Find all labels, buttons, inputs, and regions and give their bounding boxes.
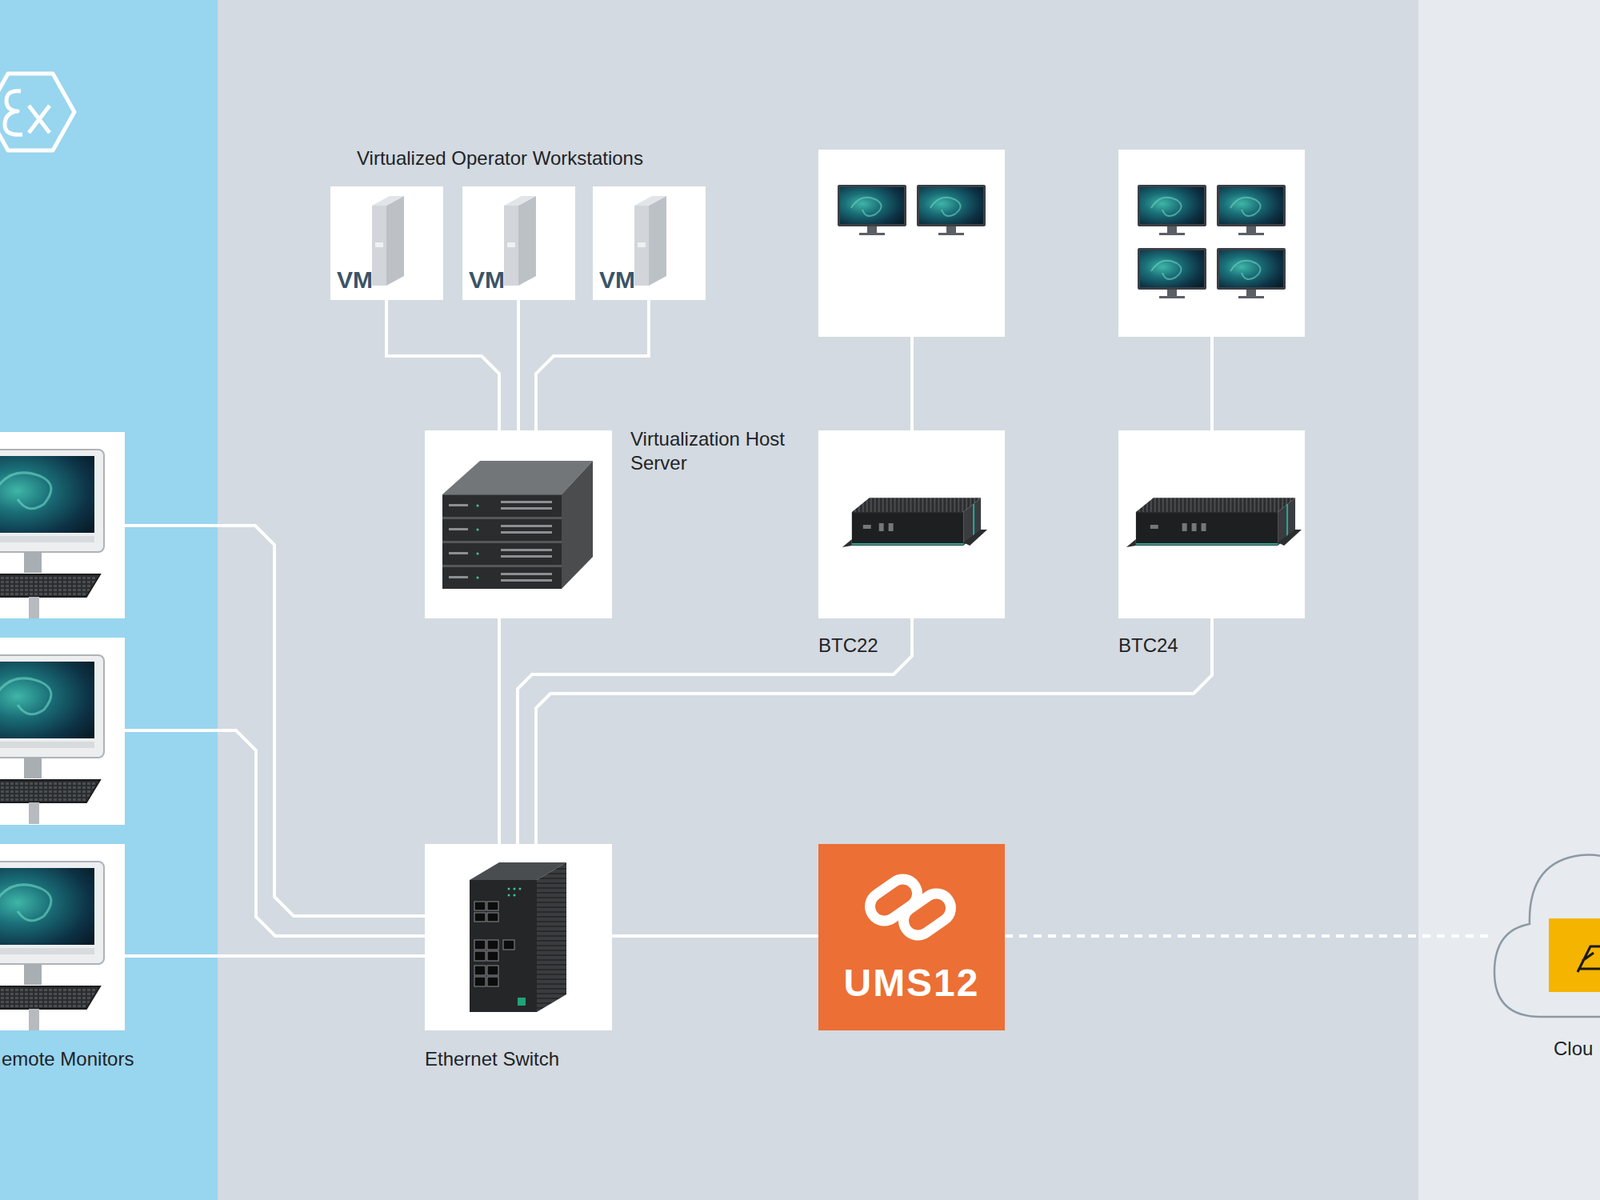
vm-box: VM <box>462 186 576 300</box>
switch-box: Ethernet Switch <box>424 844 612 1031</box>
monitor-wire <box>124 525 425 916</box>
network-link <box>536 618 1212 844</box>
node-label: VM <box>336 266 373 294</box>
network-link <box>612 934 819 938</box>
cloud-zone-band <box>1418 0 1600 1200</box>
node-label-slot: VM <box>468 266 505 294</box>
display-box <box>818 149 1005 337</box>
remote-monitor-box: emote Monitors <box>0 844 125 1031</box>
monitor <box>1137 184 1207 236</box>
monitor <box>837 184 907 236</box>
cloud-node: Clou <box>1492 850 1600 1020</box>
network-link <box>386 300 500 431</box>
node-label-slot: VM <box>599 266 636 294</box>
display-wire <box>910 336 914 431</box>
ex-logo <box>0 73 75 151</box>
group-label: Virtualized Operator Workstations <box>356 147 644 170</box>
display-box <box>1118 149 1305 337</box>
monitor <box>1216 248 1286 299</box>
node-label: UMS12 <box>818 960 1005 1005</box>
node-label-slot: VM <box>336 266 373 294</box>
node-label: VM <box>599 266 636 294</box>
node-label-slot: Clou <box>1553 1037 1593 1060</box>
monitor-wire <box>124 730 425 936</box>
network-link <box>497 618 501 844</box>
vm-box: VM <box>330 186 444 300</box>
cloud-link <box>1004 934 1493 938</box>
ums-box: UMS12 <box>818 844 1005 1031</box>
node-label-slot: Ethernet Switch <box>424 1048 560 1071</box>
node-label: VM <box>468 266 505 294</box>
pc-box: BTC22 <box>818 430 1005 619</box>
panel-pc <box>0 449 104 619</box>
node-label-slot: BTC22 <box>818 634 879 657</box>
node-label-slot: emote Monitors <box>1 1048 134 1071</box>
group-label-slot: Virtualized Operator Workstations <box>356 147 644 170</box>
vm-box: VM <box>592 186 706 300</box>
box-pc <box>1118 430 1305 619</box>
network-link <box>517 618 912 844</box>
monitor <box>916 184 986 236</box>
server-box: Virtualization Host Server <box>424 430 612 619</box>
node-label-slot: UMS12 <box>818 960 1005 1005</box>
monitor <box>1216 184 1286 236</box>
server-stack <box>424 430 612 619</box>
ethernet-switch <box>424 844 612 1031</box>
node-label-slot: Virtualization Host Server <box>630 427 791 476</box>
node-label: BTC22 <box>818 634 879 657</box>
display-wire <box>1210 336 1214 431</box>
network-link <box>124 954 425 958</box>
panel-pc <box>0 844 125 1031</box>
node-label: emote Monitors <box>1 1048 134 1071</box>
node-label-slot: BTC24 <box>1118 634 1179 657</box>
network-link <box>536 300 649 431</box>
node-label: Virtualization Host Server <box>630 427 791 476</box>
monitor <box>1137 248 1207 299</box>
node-label: Ethernet Switch <box>424 1048 560 1071</box>
cloud-shape <box>1492 850 1600 1020</box>
node-label: BTC24 <box>1118 634 1179 657</box>
pc-box: BTC24 <box>1118 430 1305 619</box>
node-label: Clou <box>1553 1037 1593 1060</box>
panel-pc <box>0 655 104 824</box>
network-link <box>516 300 520 431</box>
box-pc <box>818 430 1005 619</box>
